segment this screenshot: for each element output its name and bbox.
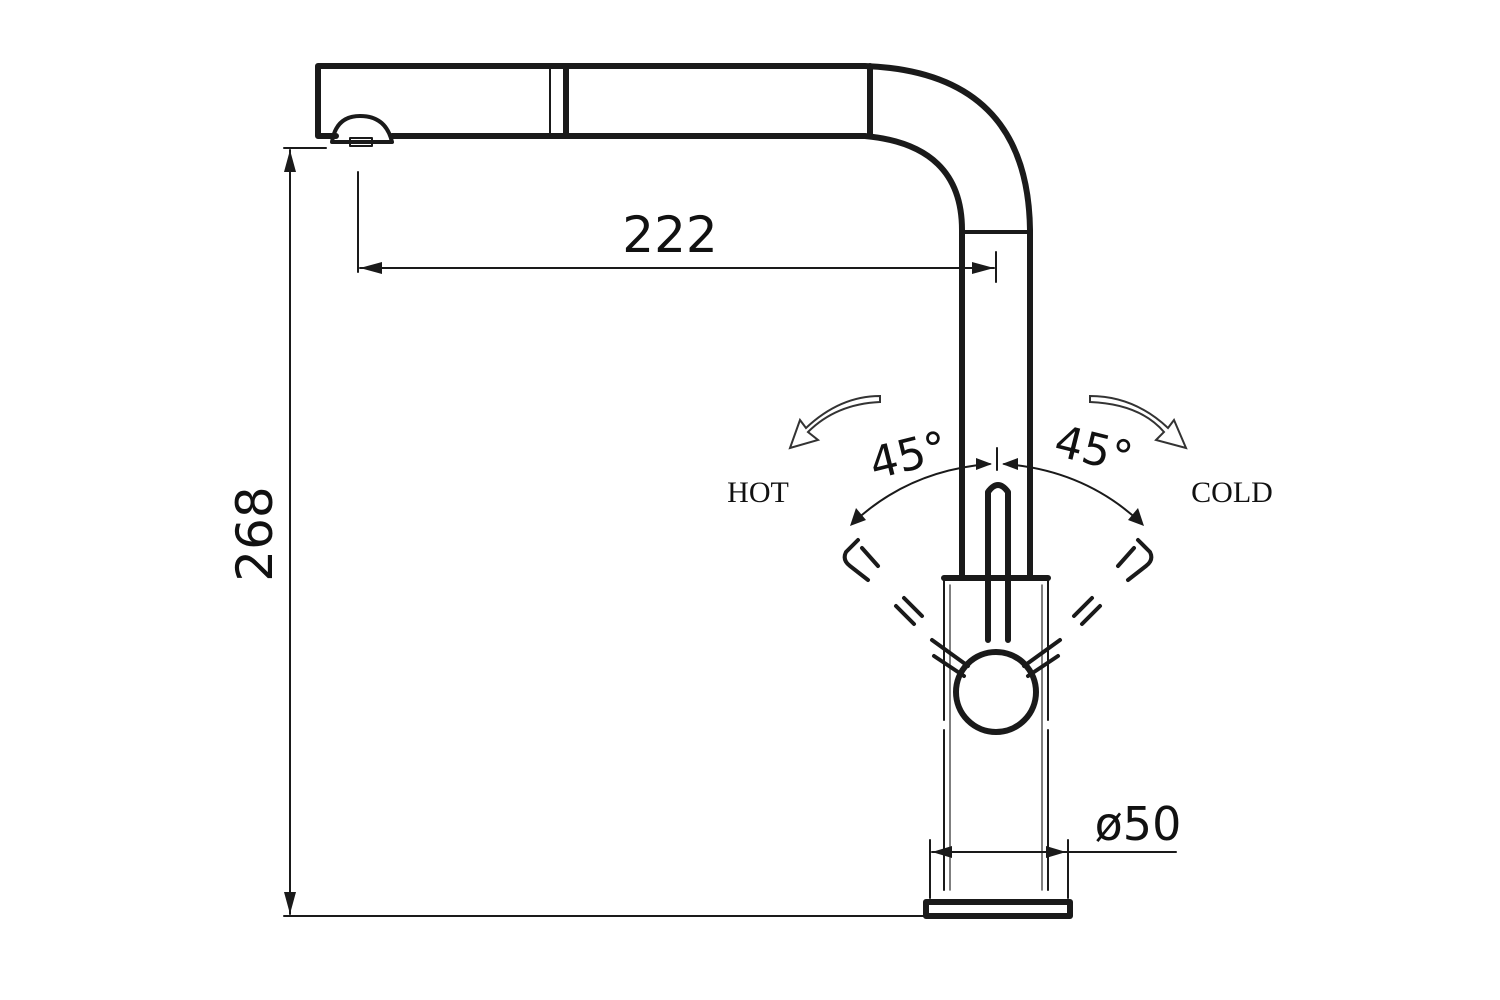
reach-arrow-right <box>972 262 994 274</box>
spout-outline <box>315 63 1033 581</box>
faucet-body <box>315 63 1033 581</box>
mixer-body <box>923 482 1073 919</box>
cartridge-circle <box>953 649 1039 735</box>
height-arrow-bottom <box>284 892 296 914</box>
ghost-handle-hot <box>842 538 924 626</box>
rotation-angle-indicators <box>850 447 1144 526</box>
base-plate <box>923 899 1073 919</box>
reach-arrow-left <box>360 262 382 274</box>
handle-v-right <box>1022 638 1062 678</box>
diameter-dimension: ø50 <box>929 797 1182 899</box>
cold-angle-label: 45° <box>1049 416 1137 484</box>
height-arrow-top <box>284 150 296 172</box>
cold-label: COLD <box>1191 476 1273 509</box>
reach-dimension-value: 222 <box>622 206 717 264</box>
handle-v-left <box>930 638 970 678</box>
cold-arc-arrowhead-top <box>1002 458 1018 470</box>
handle-ghost-positions <box>842 538 1154 626</box>
hot-direction-arrow <box>788 394 881 450</box>
aerator-tip <box>349 137 373 147</box>
hot-arc-arrowhead-top <box>976 458 992 470</box>
hot-angle-label: 45° <box>864 422 952 490</box>
handle-lever <box>985 482 1011 643</box>
cold-angle-arc <box>1003 463 1141 523</box>
cold-arc-arrowhead <box>1128 508 1144 526</box>
hot-angle-arc <box>853 463 991 523</box>
ghost-handle-cold <box>1072 538 1154 626</box>
direction-arrows <box>788 394 1188 450</box>
diameter-dimension-value: ø50 <box>1095 797 1182 851</box>
aerator-nozzle <box>330 114 394 144</box>
hot-label: HOT <box>727 476 789 509</box>
reach-dimension: 222 <box>357 171 997 283</box>
height-dimension: 268 <box>226 147 925 917</box>
hot-arc-arrowhead <box>850 508 866 526</box>
diameter-arrow-right <box>1046 846 1066 858</box>
diameter-arrow-left <box>932 846 952 858</box>
height-dimension-value: 268 <box>226 486 284 581</box>
cold-direction-arrow <box>1089 394 1188 450</box>
